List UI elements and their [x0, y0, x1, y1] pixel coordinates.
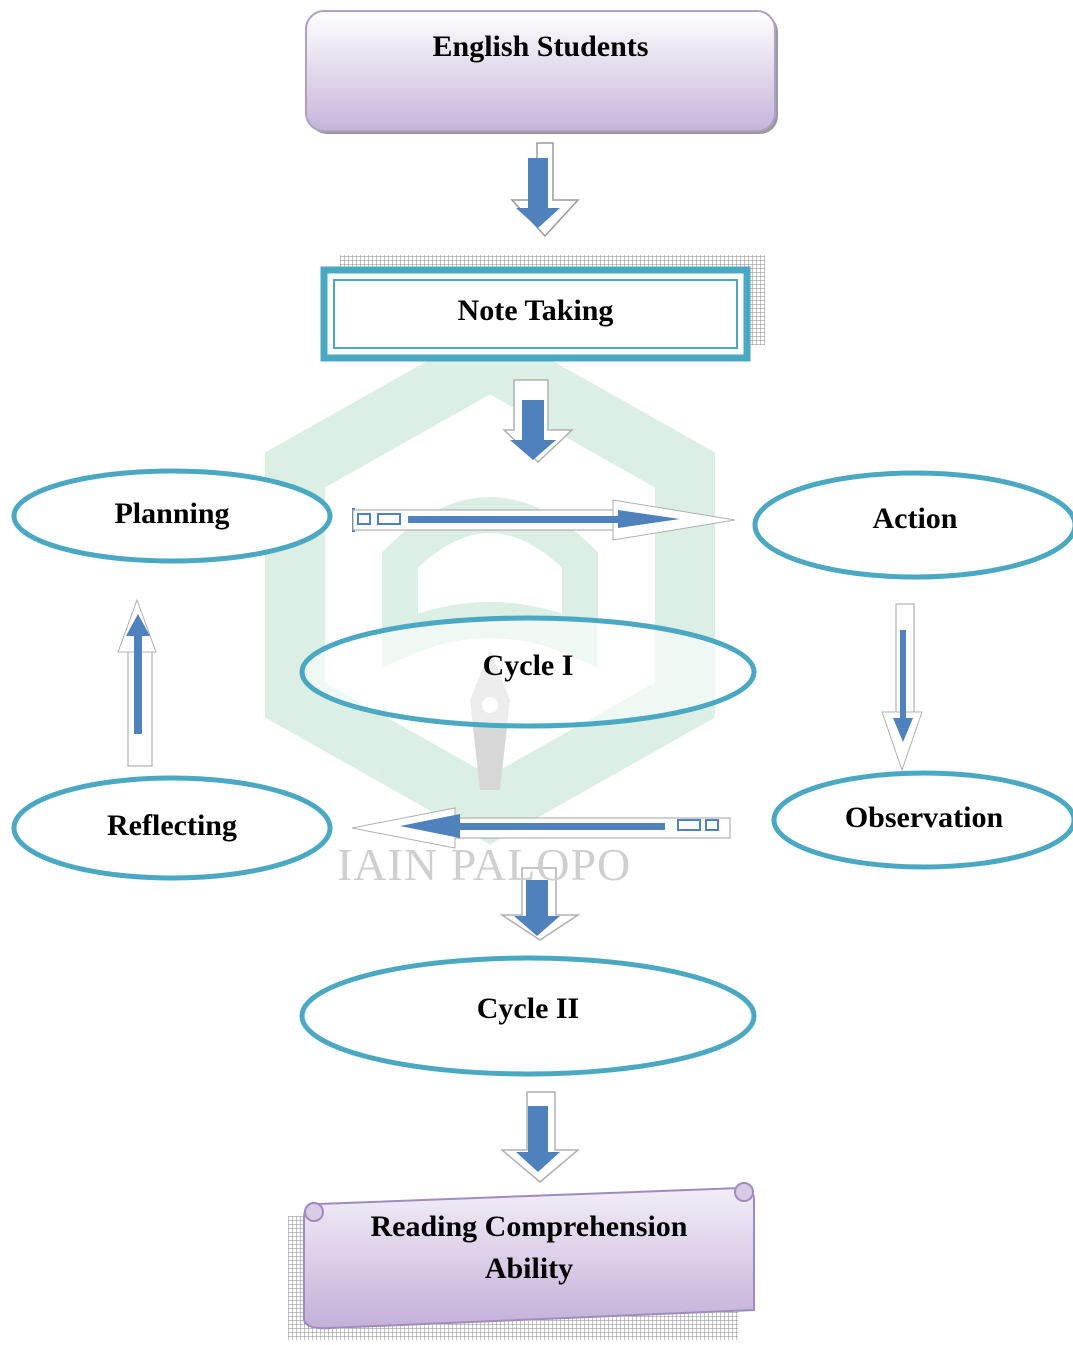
- reflecting-label: Reflecting: [107, 809, 237, 842]
- english-students-box: [305, 10, 776, 132]
- cycle-2-ellipse: [299, 955, 757, 1077]
- planning-label: Planning: [114, 497, 230, 530]
- arrow-down-2: [502, 379, 574, 464]
- watermark-text: IAIN PALOPO: [337, 839, 632, 890]
- arrow-up-left: [117, 598, 157, 767]
- arrow-right: [352, 499, 736, 541]
- note-taking-label: Note Taking: [457, 294, 614, 327]
- planning-ellipse: [11, 468, 333, 564]
- watermark-logo: [265, 325, 715, 845]
- reading-label-line2: Ability: [484, 1252, 574, 1285]
- action-ellipse: [752, 470, 1073, 580]
- arrow-left: [351, 807, 731, 849]
- arrow-down-1: [510, 142, 580, 238]
- note-taking-box: [320, 266, 751, 362]
- cycle-2-label: Cycle II: [476, 992, 580, 1025]
- reflecting-ellipse: [11, 775, 333, 881]
- arrow-down-4: [499, 1091, 581, 1183]
- arrow-down-3: [499, 867, 581, 941]
- action-label: Action: [872, 502, 958, 535]
- observation-label: Observation: [844, 801, 1004, 834]
- arrow-down-right: [881, 603, 923, 772]
- cycle-1-label: Cycle I: [482, 649, 574, 682]
- cycle-1-ellipse: [299, 615, 757, 729]
- reading-label-line1: Reading Comprehension: [370, 1210, 688, 1243]
- observation-ellipse: [771, 770, 1073, 870]
- english-students-label: English Students: [432, 30, 649, 63]
